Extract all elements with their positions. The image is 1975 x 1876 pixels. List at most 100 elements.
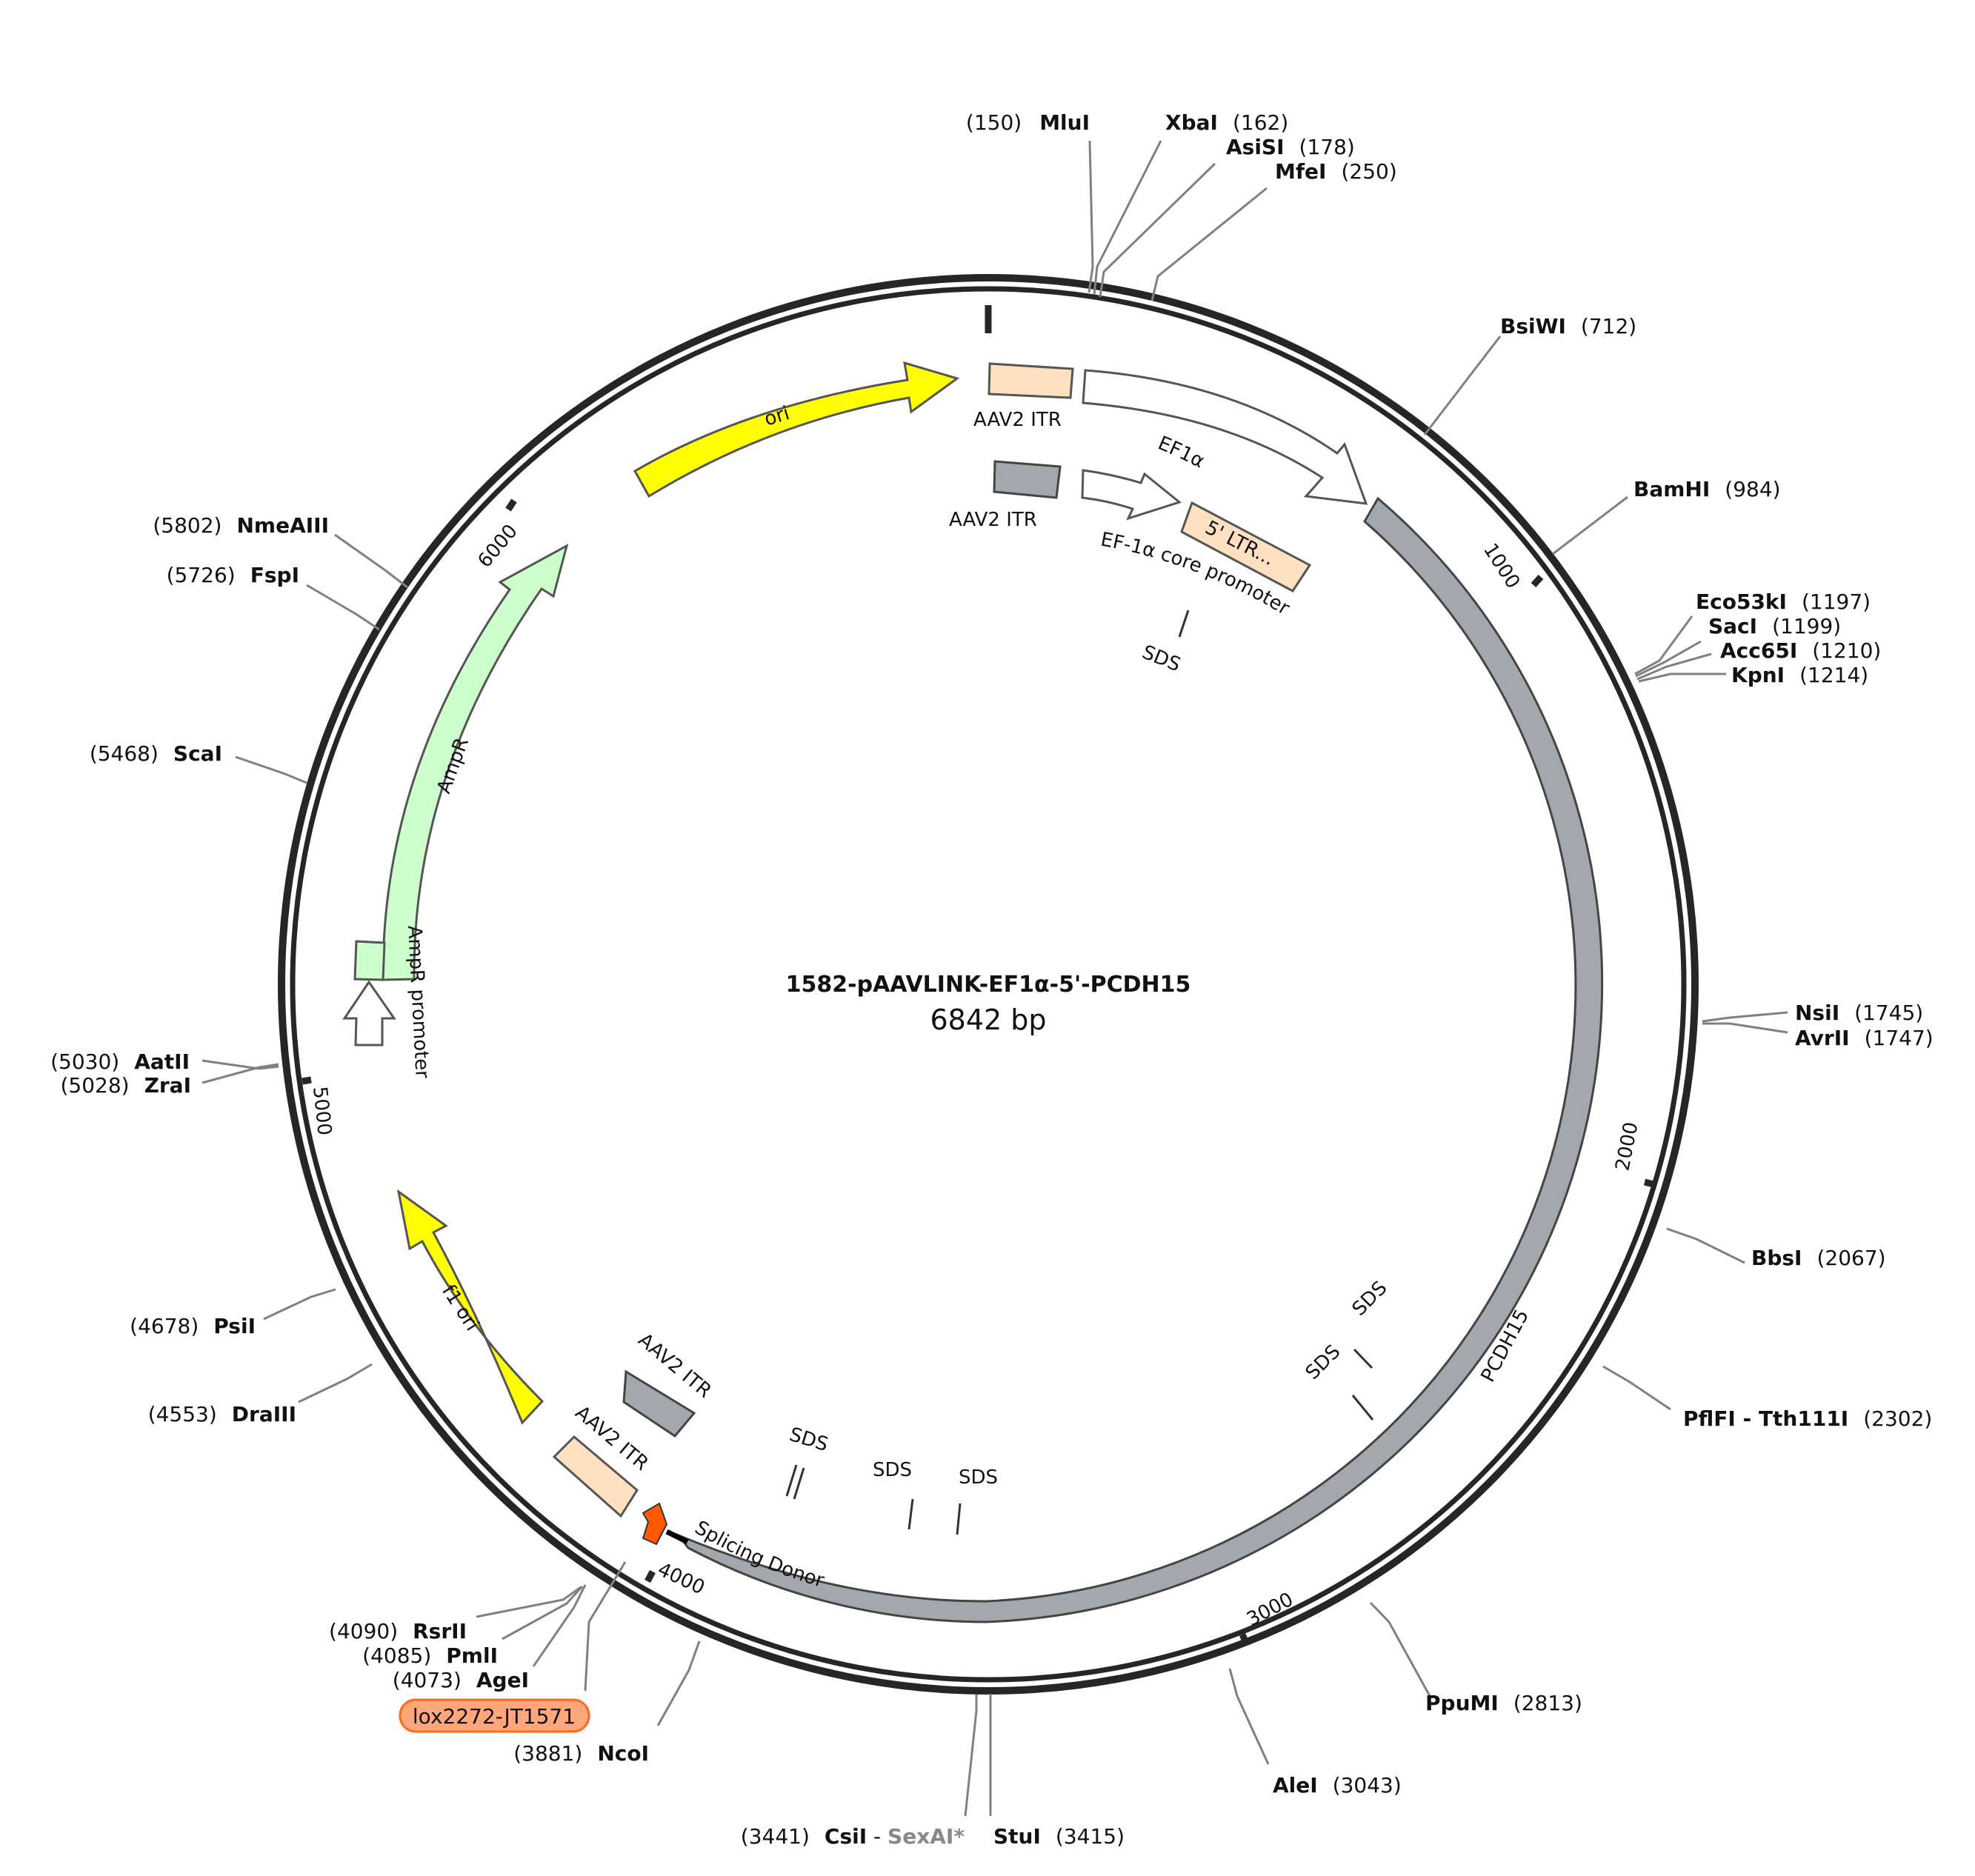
site-name-csii: CsiI — [825, 1824, 867, 1849]
aav2-itr-lower-orange-feature[interactable] — [552, 1435, 639, 1518]
site-leader-alei — [1228, 1668, 1270, 1765]
ampr-feature[interactable] — [382, 544, 569, 981]
site-leader-saci — [1635, 640, 1702, 678]
site-leader-aatii — [202, 1059, 279, 1070]
site-name-mlui: MluI — [1039, 110, 1090, 135]
site-pos-eco53ki: (1197) — [1802, 590, 1871, 614]
site-pos-avrii: (1747) — [1865, 1026, 1934, 1050]
sds-mark-bottom-a1 — [785, 1464, 798, 1497]
ori-feature[interactable] — [633, 361, 960, 498]
splice-donor-feature[interactable] — [642, 1502, 668, 1546]
site-pos-pmli: (4085) — [362, 1643, 431, 1668]
tick-label-5000: 5000 — [308, 1086, 336, 1137]
splice-donor-connector — [665, 1529, 689, 1545]
tick-labels: 1000 2000 3000 4000 5000 6000 — [308, 521, 1642, 1632]
site-pos-ncoi: (3881) — [513, 1741, 582, 1766]
site-label-nmeaiii: (5802)NmeAIII — [153, 513, 329, 538]
site-pos-draiii: (4553) — [148, 1402, 217, 1426]
site-leader-lox — [584, 1561, 627, 1692]
site-label-eco53ki: Eco53kI(1197) — [1696, 590, 1871, 614]
site-leader-mlui — [1088, 140, 1094, 293]
sds-label-right-b: SDS — [1302, 1341, 1345, 1384]
lox-badge-label: lox2272-JT1571 — [413, 1704, 576, 1729]
f1-ori-feature[interactable] — [396, 1189, 544, 1425]
site-pos-zrai: (5028) — [60, 1073, 129, 1098]
backbone-inner-ring — [290, 286, 1687, 1683]
site-pos-psii: (4678) — [130, 1314, 199, 1338]
site-label-ncoi: (3881)NcoI — [513, 1741, 649, 1766]
sds-mark-right-b — [1351, 1395, 1374, 1421]
site-extra-sexai: SexAI* — [887, 1824, 965, 1849]
site-name-rsrii: RsrII — [413, 1619, 467, 1643]
aav2-itr-gray-feature[interactable] — [993, 460, 1062, 499]
site-label-bamhi: BamHI(984) — [1633, 477, 1781, 501]
ampr-promoter-arrow[interactable] — [342, 980, 396, 1047]
sds-mark-top — [1178, 610, 1190, 638]
site-leader-kpni — [1638, 672, 1726, 683]
site-leader-ncoi — [656, 1640, 701, 1726]
site-leader-csii — [964, 1695, 978, 1817]
site-leader-ppumi — [1369, 1601, 1431, 1697]
ampr-promoter-feature[interactable] — [353, 940, 386, 981]
lox-badge[interactable]: lox2272-JT1571 — [399, 1698, 590, 1733]
site-name-alei: AleI — [1273, 1773, 1318, 1797]
site-pos-agei: (4073) — [393, 1668, 462, 1692]
site-pos-bsiwi: (712) — [1581, 314, 1636, 338]
site-name-agei: AgeI — [476, 1668, 529, 1692]
site-name-scai: ScaI — [173, 741, 222, 766]
site-leader-mfei — [1150, 187, 1268, 301]
site-name-xbai: XbaI — [1165, 110, 1218, 135]
tick-label-1000: 1000 — [1479, 539, 1524, 592]
site-pos-bbsi: (2067) — [1816, 1246, 1885, 1270]
ef1a-label-path: EF1α — [1155, 432, 1208, 473]
site-label-agei: (4073) AgeI — [393, 1668, 529, 1692]
plasmid-name: 1582-pAAVLINK-EF1α-5'-PCDH15 — [786, 972, 1191, 998]
ltr5-feature[interactable] — [1180, 501, 1312, 592]
sds-label-bottom-c: SDS — [959, 1466, 998, 1489]
site-label-scai: (5468)ScaI — [90, 741, 222, 766]
site-pos-mfei: (250) — [1341, 159, 1396, 184]
plasmid-size: 6842 bp — [930, 1004, 1046, 1036]
site-label-saci: SacI(1199) — [1708, 614, 1841, 638]
ef1a-core-promoter-feature[interactable] — [1081, 469, 1182, 521]
site-label-ppumi: PpuMI(2813) — [1425, 1691, 1582, 1715]
site-pos-xbai: (162) — [1233, 110, 1288, 135]
sds-label-top: SDS — [1139, 641, 1183, 677]
site-name-stui: StuI — [993, 1824, 1041, 1849]
site-pos-mlui: (150) — [966, 110, 1022, 135]
site-leader-acc65i — [1636, 652, 1712, 681]
tick-5000 — [302, 1076, 312, 1085]
site-name-mfei: MfeI — [1275, 159, 1326, 184]
site-pos-fspi: (5726) — [167, 563, 236, 587]
ef1a-feature[interactable] — [1082, 369, 1368, 505]
site-pos-kpni: (1214) — [1799, 663, 1868, 687]
site-label-avrii: AvrII(1747) — [1795, 1026, 1934, 1050]
aav2-itr-lower-gray-feature[interactable] — [622, 1369, 696, 1438]
site-name-aatii: AatII — [134, 1049, 190, 1074]
site-leader-pmli — [502, 1585, 584, 1640]
aav2-itr-top-label: AAV2 ITR — [973, 409, 1062, 431]
site-name-asisi: AsiSI — [1226, 135, 1285, 159]
sds-mark-bottom-b — [907, 1498, 914, 1530]
site-pos-csii: (3441) — [741, 1824, 810, 1849]
site-label-asisi: AsiSI (178) — [1226, 135, 1355, 159]
site-leader-lines — [202, 140, 1788, 1817]
site-name-bsiwi: BsiWI — [1500, 314, 1566, 338]
site-label-nsii: NsiI(1745) — [1795, 1001, 1923, 1025]
site-name-pmli: PmlI — [446, 1643, 498, 1668]
lox-badge-box — [399, 1698, 590, 1733]
sds-label-right-a: SDS — [1348, 1277, 1392, 1321]
f1-ori-label: f1 ori — [437, 1281, 483, 1335]
site-label-csii: (3441) CsiI - SexAI* — [741, 1824, 965, 1849]
site-pos-asisi: (178) — [1299, 135, 1355, 159]
site-label-pflfi: PflFI - Tth111I(2302) — [1683, 1406, 1932, 1431]
site-leader-fspi — [306, 584, 380, 631]
site-label-xbai: XbaI (162) — [1165, 110, 1288, 135]
site-sep-csii: - — [867, 1824, 887, 1849]
sds-label-bottom-b: SDS — [873, 1459, 912, 1481]
tick-label-4000: 4000 — [654, 1558, 708, 1599]
aav2-itr-top-feature[interactable] — [988, 362, 1074, 399]
backbone — [278, 274, 1699, 1695]
site-labels: (150) MluI XbaI (162) AsiSI (178) MfeI (250)… — [50, 110, 1934, 1849]
site-pos-acc65i: (1210) — [1812, 638, 1881, 663]
